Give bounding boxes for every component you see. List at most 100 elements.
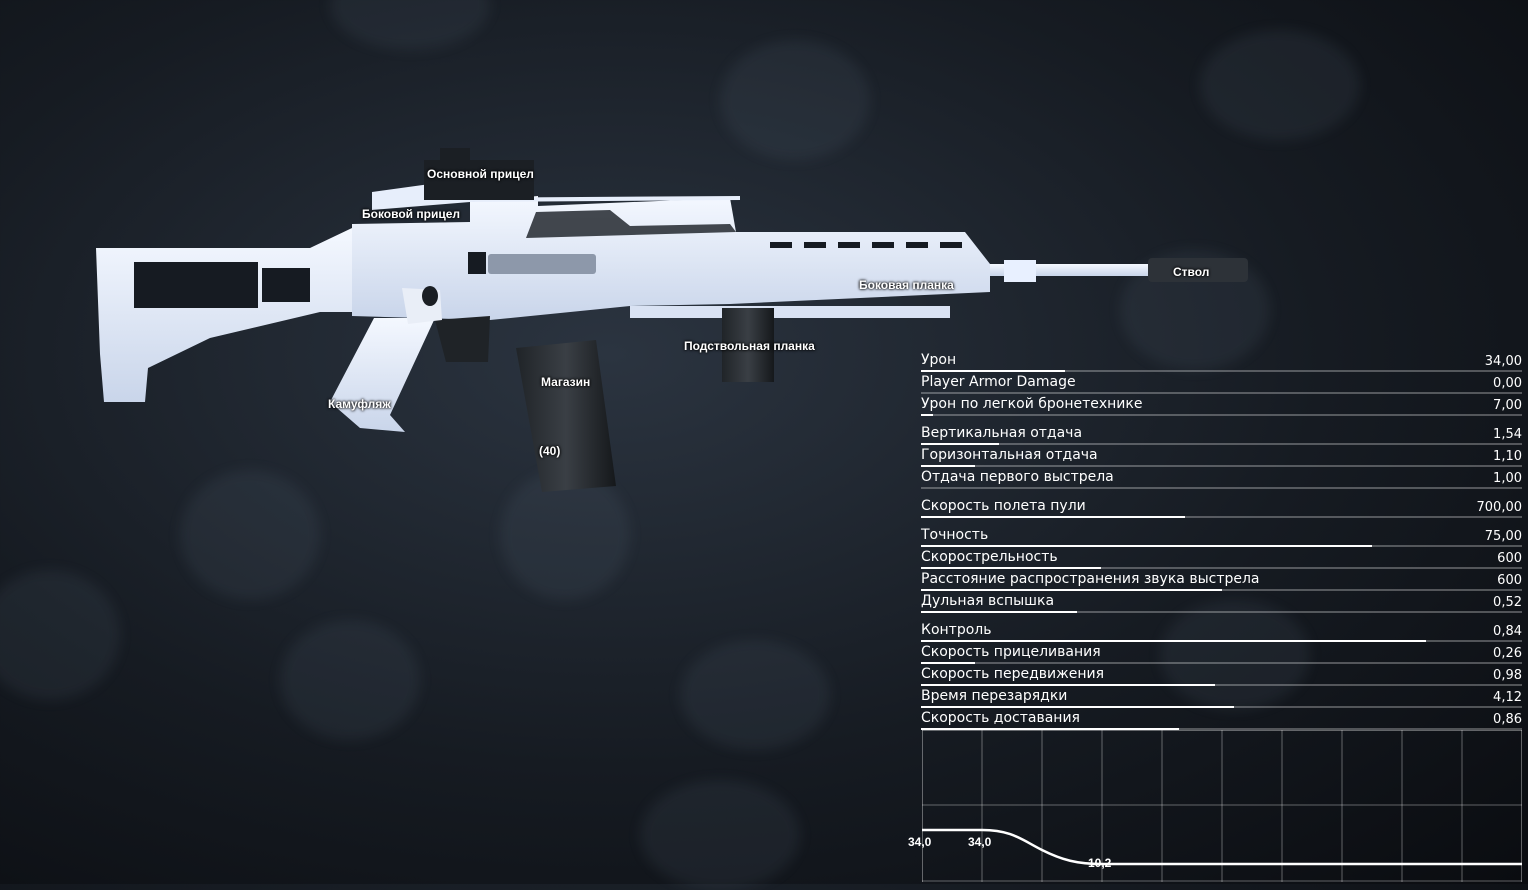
stat-value: 0,00: [1493, 376, 1522, 391]
part-side-rail[interactable]: Боковая планка: [859, 278, 954, 292]
stat-horizontal-recoil: Горизонтальная отдача 1,10: [920, 445, 1522, 467]
stat-bar-fill: [921, 706, 1234, 708]
part-main-sight[interactable]: Основной прицел: [427, 167, 534, 181]
bokeh-light: [330, 0, 490, 50]
stat-bar-fill: [921, 370, 1066, 372]
stat-bar: [921, 706, 1522, 708]
stat-bar-fill: [921, 465, 976, 467]
bokeh-light: [0, 570, 120, 700]
stat-label: Отдача первого выстрела: [921, 469, 1114, 485]
graph-point-label: 34,0: [968, 835, 992, 849]
stat-sound-range: Расстояние распространения звука выстрел…: [920, 569, 1522, 591]
stat-move-speed: Скорость передвижения 0,98: [920, 664, 1522, 686]
stat-label: Вертикальная отдача: [921, 425, 1083, 441]
stat-aim-speed: Скорость прицеливания 0,26: [920, 642, 1522, 664]
part-magazine[interactable]: Магазин: [541, 375, 591, 389]
stat-label: Дульная вспышка: [921, 593, 1055, 609]
stat-value: 700,00: [1476, 500, 1523, 515]
bokeh-light: [500, 470, 630, 600]
stat-bar: [921, 414, 1522, 416]
bokeh-light: [640, 780, 800, 890]
stat-value: 0,84: [1493, 624, 1522, 639]
graph-point-label: 34,0: [908, 835, 932, 849]
part-camouflage[interactable]: Камуфляж: [328, 397, 391, 411]
stat-bar-fill: [921, 567, 1102, 569]
stat-value: 0,52: [1493, 595, 1522, 610]
stat-label: Расстояние распространения звука выстрел…: [921, 571, 1260, 587]
stat-bar-fill: [921, 684, 1216, 686]
rifle-model[interactable]: [90, 140, 1260, 500]
stat-value: 1,10: [1493, 449, 1522, 464]
stat-bar: [921, 728, 1522, 730]
stat-accuracy: Точность 75,00: [920, 525, 1522, 547]
stat-vertical-recoil: Вертикальная отдача 1,54: [920, 423, 1522, 445]
stat-bar: [921, 545, 1522, 547]
stat-bar-fill: [921, 589, 1222, 591]
part-side-sight[interactable]: Боковой прицел: [362, 207, 461, 221]
stat-bar-fill: [921, 414, 934, 416]
stat-label: Урон: [921, 352, 957, 368]
stat-label: Скорость передвижения: [921, 666, 1104, 682]
weapon-stats-panel: Урон 34,00 Player Armor Damage 0,00 Урон…: [920, 350, 1522, 730]
damage-curve: [922, 828, 1522, 866]
stat-value: 0,98: [1493, 668, 1522, 683]
stat-bullet-velocity: Скорость полета пули 700,00: [920, 496, 1522, 518]
stat-first-shot-recoil: Отдача первого выстрела 1,00: [920, 467, 1522, 489]
stat-bar: [921, 589, 1522, 591]
bokeh-light: [720, 40, 870, 160]
stat-bar: [921, 611, 1522, 613]
stat-value: 7,00: [1493, 398, 1522, 413]
stat-damage: Урон 34,00: [920, 350, 1522, 372]
stat-label: Точность: [921, 527, 989, 543]
stat-value: 600: [1497, 573, 1522, 588]
stat-label: Скорострельность: [921, 549, 1058, 565]
stat-bar: [921, 567, 1522, 569]
stat-rate-of-fire: Скорострельность 600: [920, 547, 1522, 569]
stat-light-vehicle-damage: Урон по легкой бронетехнике 7,00: [920, 394, 1522, 416]
stat-label: Player Armor Damage: [921, 374, 1076, 390]
stat-value: 4,12: [1493, 690, 1522, 705]
stat-bar: [921, 465, 1522, 467]
stat-label: Контроль: [921, 622, 992, 638]
stat-bar-fill: [921, 516, 1186, 518]
stat-bar-fill: [921, 728, 1180, 730]
stat-label: Время перезарядки: [921, 688, 1068, 704]
stat-value: 34,00: [1484, 354, 1522, 369]
stat-player-armor-damage: Player Armor Damage 0,00: [920, 372, 1522, 394]
stat-bar: [921, 370, 1522, 372]
stat-muzzle-flash: Дульная вспышка 0,52: [920, 591, 1522, 613]
part-barrel[interactable]: Ствол: [1173, 265, 1210, 279]
bokeh-light: [1160, 600, 1310, 710]
stat-bar-fill: [921, 443, 1000, 445]
damage-falloff-graph: 34,0 34,0 10,2: [908, 730, 1522, 882]
stat-bar-fill: [921, 611, 1078, 613]
stat-value: 0,86: [1493, 712, 1522, 727]
bokeh-light: [180, 470, 320, 600]
stat-value: 1,54: [1493, 427, 1522, 442]
stat-draw-speed: Скорость доставания 0,86: [920, 708, 1522, 730]
graph-point-label: 10,2: [1088, 856, 1112, 870]
stat-value: 0,26: [1493, 646, 1522, 661]
stat-label: Скорость полета пули: [921, 498, 1086, 514]
part-underbarrel-rail[interactable]: Подствольная планка: [684, 339, 815, 353]
stat-label: Урон по легкой бронетехнике: [921, 396, 1143, 412]
stat-bar: [921, 662, 1522, 664]
stat-value: 600: [1497, 551, 1522, 566]
stat-label: Скорость прицеливания: [921, 644, 1101, 660]
stat-bar: [921, 516, 1522, 518]
bokeh-light: [1200, 30, 1360, 140]
stat-control: Контроль 0,84: [920, 620, 1522, 642]
bokeh-light: [280, 620, 420, 740]
stat-bar-fill: [921, 545, 1372, 547]
stat-value: 1,00: [1493, 471, 1522, 486]
stat-bar: [921, 443, 1522, 445]
stat-bar: [921, 392, 1522, 394]
stat-bar-fill: [921, 662, 976, 664]
magazine-capacity: (40): [539, 444, 561, 458]
stat-label: Горизонтальная отдача: [921, 447, 1098, 463]
stat-reload-time: Время перезарядки 4,12: [920, 686, 1522, 708]
stat-label: Скорость доставания: [921, 710, 1080, 726]
bokeh-light: [680, 640, 830, 750]
stat-bar: [921, 640, 1522, 642]
stat-value: 75,00: [1484, 529, 1522, 544]
